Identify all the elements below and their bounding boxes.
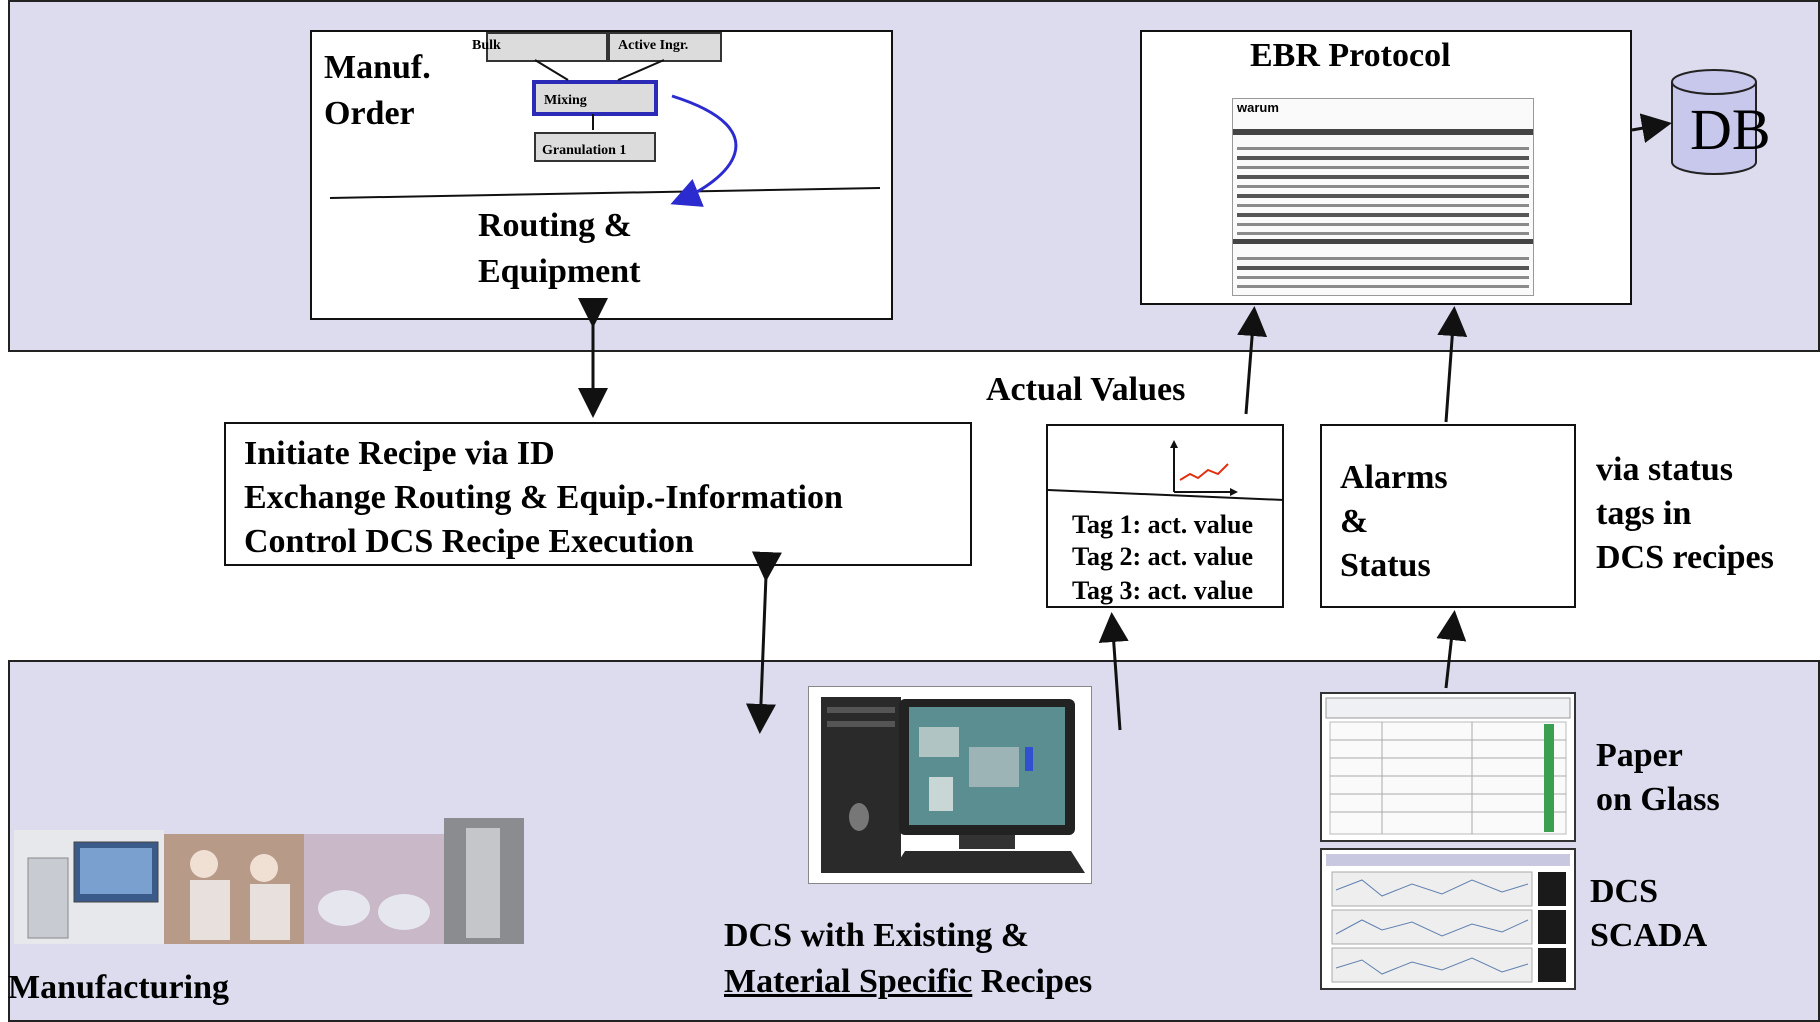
alarms-line-3: Status: [1340, 547, 1431, 584]
ebr-doc-logo: warum: [1237, 100, 1279, 115]
via-status-line-2: tags in: [1596, 495, 1692, 532]
dcs-scada-screen: [1320, 848, 1576, 990]
scada-line-1: DCS: [1590, 873, 1659, 910]
actual-values-heading: Actual Values: [986, 371, 1186, 408]
paper-on-glass-line-2: on Glass: [1596, 781, 1720, 818]
dcs-label-line-1: DCS with Existing &: [724, 917, 1030, 954]
active-ingredient-step: Active Ingr.: [608, 32, 722, 62]
material-specific-text: Material Specific: [724, 963, 973, 1000]
trend-icon: [1118, 440, 1238, 498]
mixing-step: Mixing: [532, 80, 658, 116]
manuf-order-title-2: Order: [324, 95, 415, 132]
recipe-control-box: Initiate Recipe via ID Exchange Routing …: [224, 422, 972, 566]
alarms-line-1: Alarms: [1340, 459, 1448, 496]
manufacturing-label: Manufacturing: [8, 969, 229, 1006]
dcs-workstation-image: [808, 686, 1092, 884]
via-status-line-3: DCS recipes: [1596, 539, 1774, 576]
alarms-line-2: &: [1340, 503, 1369, 540]
recipes-text: Recipes: [972, 963, 1093, 1000]
dcs-label-line-2: Material Specific Recipes: [724, 960, 1092, 1004]
recipe-line-1: Initiate Recipe via ID: [244, 435, 555, 472]
routing-label-1: Routing &: [478, 207, 632, 244]
manuf-order-box: Manuf. Order Bulk Active Ingr. Mixing Gr…: [310, 30, 893, 320]
db-label: DB: [1690, 97, 1771, 162]
scada-line-2: SCADA: [1590, 917, 1708, 954]
granulation-step: Granulation 1: [534, 132, 656, 162]
paper-on-glass-line-1: Paper: [1596, 737, 1683, 774]
alarms-status-box: Alarms & Status: [1320, 424, 1576, 608]
tag-2-value: Tag 2: act. value: [1072, 542, 1254, 571]
routing-label-2: Equipment: [478, 253, 641, 290]
manuf-order-title-1: Manuf.: [324, 49, 431, 86]
ebr-protocol-box: EBR Protocol warum: [1140, 30, 1632, 305]
ebr-document-thumbnail: warum: [1232, 98, 1534, 296]
recipe-line-2: Exchange Routing & Equip.-Information: [244, 479, 843, 516]
database-icon: DB: [1668, 66, 1771, 178]
bulk-step: Bulk: [472, 32, 608, 62]
recipe-line-3: Control DCS Recipe Execution: [244, 523, 694, 560]
paper-on-glass-screen: [1320, 692, 1576, 842]
actual-values-box: Tag 1: act. value Tag 2: act. value Tag …: [1046, 424, 1284, 608]
tag-1-value: Tag 1: act. value: [1072, 510, 1254, 539]
tag-3-value: Tag 3: act. value: [1072, 576, 1254, 605]
manufacturing-photos: [14, 818, 524, 944]
via-status-line-1: via status: [1596, 451, 1733, 488]
ebr-title: EBR Protocol: [1250, 37, 1451, 74]
